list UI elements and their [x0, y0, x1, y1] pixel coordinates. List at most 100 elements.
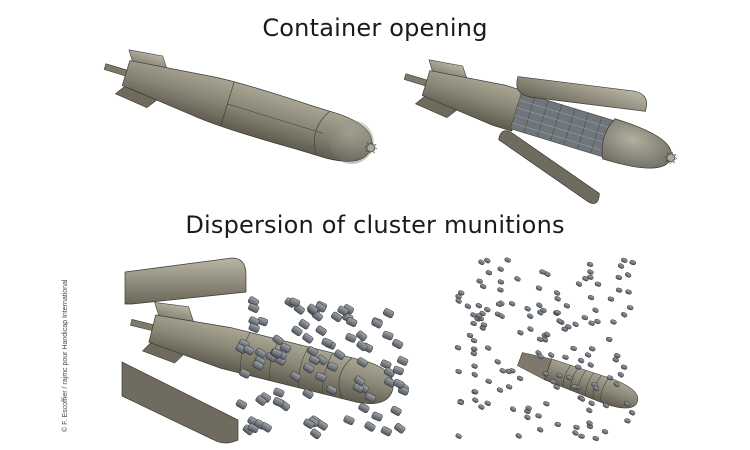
bomblet [535, 413, 542, 419]
bomblet [325, 384, 338, 395]
bomblet [508, 301, 516, 307]
bomblet [288, 297, 301, 308]
bomblet [613, 381, 620, 388]
bomblet [582, 275, 589, 282]
bomblet [556, 318, 563, 324]
bomblet [594, 281, 602, 287]
bomb-dispersing [121, 257, 410, 444]
bomblet [394, 423, 406, 434]
bomblet [575, 281, 583, 287]
bomblet [617, 263, 625, 269]
heading-container-opening: Container opening [262, 14, 488, 42]
bomblet [578, 433, 585, 439]
bomblet [621, 257, 628, 263]
bomblet [478, 259, 485, 266]
bomblet [626, 305, 634, 311]
bomblet [553, 384, 560, 390]
bomblet [454, 345, 462, 351]
bomb-opening [403, 59, 678, 204]
bomblet [499, 368, 506, 374]
bomblet [517, 329, 524, 336]
bomblets-cluster [235, 296, 410, 440]
bomblet [601, 429, 609, 435]
bomblet [535, 285, 543, 291]
bomblet [589, 346, 596, 352]
bomblet [260, 422, 272, 433]
bomblet [337, 305, 349, 316]
bomblet [470, 350, 478, 357]
bomblet [455, 368, 462, 375]
bomblet [592, 385, 600, 392]
bomblet [572, 321, 579, 328]
bomblet [380, 359, 392, 370]
bomblet [565, 324, 572, 330]
bomblet [549, 379, 557, 385]
bomblet [612, 357, 619, 363]
bomblet [475, 302, 483, 309]
bomblet [479, 283, 487, 290]
bomblet [614, 353, 621, 359]
bomblet [536, 302, 543, 308]
bomblet [573, 424, 580, 430]
bomblet [497, 266, 504, 272]
bomblet [484, 306, 491, 313]
bomblet [239, 368, 251, 379]
bomblet [356, 330, 368, 342]
bomblet [556, 372, 563, 379]
bomblet [587, 362, 594, 368]
bomblet [358, 402, 370, 414]
bomblet [485, 270, 493, 276]
bomblet [471, 363, 478, 369]
bomblet [484, 400, 491, 406]
bomblet [586, 261, 594, 268]
bomblet [333, 349, 346, 360]
bomblet [624, 418, 631, 424]
bomblet [496, 387, 504, 393]
bomblet [540, 307, 547, 313]
bomblet [470, 320, 477, 327]
bomblet [554, 421, 561, 427]
bomblet [371, 318, 383, 329]
heading-dispersion: Dispersion of cluster munitions [185, 211, 565, 239]
bomblet [302, 333, 314, 344]
bomblet [554, 309, 561, 316]
bomblet [470, 346, 478, 352]
bomblet [480, 322, 488, 328]
bomblet [343, 415, 355, 426]
bomblet [554, 296, 561, 302]
bomblet [574, 364, 582, 370]
bomblet [356, 340, 368, 352]
bomblet [498, 313, 505, 319]
bomblet [380, 426, 392, 437]
bomblet [606, 375, 614, 381]
bomblet [248, 303, 260, 313]
bomblet [605, 336, 613, 342]
bomblet [588, 400, 595, 407]
bomblet [326, 361, 339, 372]
bomblet [607, 296, 615, 302]
shell-half-bottom [498, 130, 600, 204]
bomblet [495, 301, 503, 307]
bomblet [505, 384, 513, 390]
bomblet [615, 287, 623, 293]
bomblet [509, 406, 517, 412]
bomblet [581, 315, 589, 321]
bomblet [524, 306, 531, 312]
bomblet [625, 289, 632, 295]
bomblet [457, 290, 465, 296]
bomblet [623, 400, 631, 407]
bomblet [466, 332, 474, 338]
bomblet [602, 402, 610, 409]
bomblet [588, 320, 595, 326]
bomblet [544, 331, 551, 338]
bomblet [566, 375, 573, 381]
bomblet [497, 287, 504, 293]
bomblet [587, 269, 594, 275]
bomblet [273, 387, 285, 398]
bomblet [321, 337, 333, 348]
bomblet [539, 269, 546, 275]
bomblet [570, 345, 577, 351]
bomblet [617, 371, 624, 378]
bomblet [331, 311, 343, 323]
bomblet [356, 357, 368, 368]
